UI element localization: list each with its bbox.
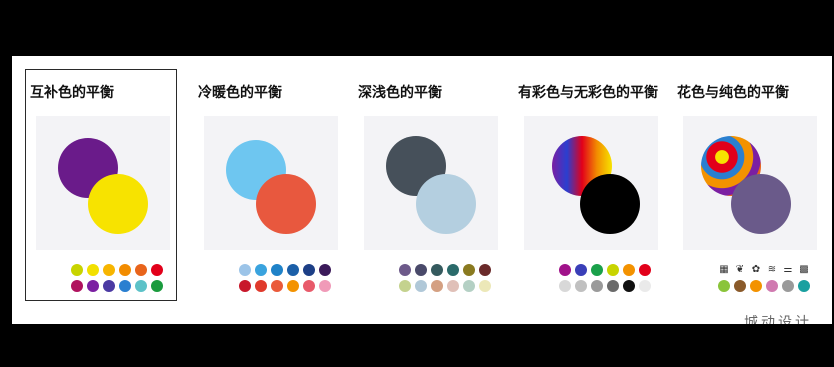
color-swatch bbox=[271, 264, 283, 276]
circle-secondary bbox=[580, 174, 640, 234]
color-swatch bbox=[639, 280, 651, 292]
color-swatch bbox=[271, 280, 283, 292]
balance-card-1[interactable]: 互补色的平衡 bbox=[25, 69, 177, 301]
color-swatch bbox=[287, 264, 299, 276]
stripe-pattern-icon: ≋ bbox=[767, 264, 777, 275]
color-swatch bbox=[623, 264, 635, 276]
color-swatch bbox=[575, 264, 587, 276]
color-swatch bbox=[623, 280, 635, 292]
color-swatch bbox=[151, 264, 163, 276]
color-swatch bbox=[103, 280, 115, 292]
color-swatch bbox=[575, 280, 587, 292]
color-swatch bbox=[734, 280, 746, 292]
color-swatch bbox=[431, 264, 443, 276]
balance-illustration bbox=[364, 116, 498, 250]
zebra-pattern-icon: ⚌ bbox=[783, 264, 793, 275]
card-title: 花色与纯色的平衡 bbox=[677, 85, 789, 101]
color-swatch bbox=[479, 264, 491, 276]
circle-secondary bbox=[416, 174, 476, 234]
color-swatch bbox=[319, 280, 331, 292]
color-swatch bbox=[287, 280, 299, 292]
color-swatch bbox=[559, 264, 571, 276]
card-title: 冷暖色的平衡 bbox=[198, 85, 282, 101]
color-balance-panel: 互补色的平衡 冷暖色的平衡 深浅色的平衡 有彩色与无彩色的平衡 花色与纯色的平衡 ▦ ❦ ✿ ≋… bbox=[12, 56, 832, 324]
color-swatch bbox=[151, 280, 163, 292]
color-swatch bbox=[303, 264, 315, 276]
color-swatch bbox=[239, 280, 251, 292]
circle-secondary bbox=[88, 174, 148, 234]
color-swatch bbox=[87, 264, 99, 276]
balance-illustration bbox=[36, 116, 170, 250]
card-title: 有彩色与无彩色的平衡 bbox=[518, 85, 658, 101]
color-swatch bbox=[135, 280, 147, 292]
leaf-pattern-icon: ❦ bbox=[735, 264, 745, 275]
color-swatch bbox=[447, 264, 459, 276]
color-swatch bbox=[399, 280, 411, 292]
color-swatch bbox=[415, 280, 427, 292]
color-swatch bbox=[399, 264, 411, 276]
color-swatch bbox=[119, 280, 131, 292]
circle-secondary bbox=[731, 174, 791, 234]
card-title: 深浅色的平衡 bbox=[358, 85, 442, 101]
color-swatch bbox=[463, 264, 475, 276]
card-title: 互补色的平衡 bbox=[30, 85, 114, 101]
color-swatch bbox=[103, 264, 115, 276]
color-swatch bbox=[750, 280, 762, 292]
color-swatch bbox=[479, 280, 491, 292]
check-pattern-icon: ▩ bbox=[799, 264, 809, 275]
color-swatch bbox=[87, 280, 99, 292]
color-swatch bbox=[71, 264, 83, 276]
watermark-text: 城动设计 bbox=[744, 315, 812, 324]
balance-illustration bbox=[204, 116, 338, 250]
color-swatch bbox=[239, 264, 251, 276]
color-swatch bbox=[591, 280, 603, 292]
color-swatch bbox=[639, 264, 651, 276]
balance-card-3[interactable]: 深浅色的平衡 bbox=[354, 70, 504, 300]
color-swatch bbox=[255, 264, 267, 276]
color-swatch bbox=[591, 264, 603, 276]
balance-card-4[interactable]: 有彩色与无彩色的平衡 bbox=[514, 70, 664, 300]
color-swatch bbox=[559, 280, 571, 292]
color-swatch bbox=[135, 264, 147, 276]
color-swatch bbox=[447, 280, 459, 292]
balance-card-2[interactable]: 冷暖色的平衡 bbox=[194, 70, 344, 300]
balance-card-5[interactable]: 花色与纯色的平衡 ▦ ❦ ✿ ≋ ⚌ ▩ bbox=[673, 70, 823, 300]
color-swatch bbox=[255, 280, 267, 292]
color-swatch bbox=[607, 264, 619, 276]
color-swatch bbox=[71, 280, 83, 292]
color-swatch bbox=[431, 280, 443, 292]
color-swatch bbox=[607, 280, 619, 292]
floral-pattern-icon: ✿ bbox=[751, 264, 761, 275]
circle-secondary bbox=[256, 174, 316, 234]
grid-pattern-icon: ▦ bbox=[719, 264, 729, 275]
color-swatch bbox=[303, 280, 315, 292]
color-swatch bbox=[798, 280, 810, 292]
balance-illustration bbox=[524, 116, 658, 250]
color-swatch bbox=[415, 264, 427, 276]
color-swatch bbox=[782, 280, 794, 292]
color-swatch bbox=[463, 280, 475, 292]
color-swatch bbox=[119, 264, 131, 276]
color-swatch bbox=[766, 280, 778, 292]
balance-illustration bbox=[683, 116, 817, 250]
color-swatch bbox=[718, 280, 730, 292]
color-swatch bbox=[319, 264, 331, 276]
